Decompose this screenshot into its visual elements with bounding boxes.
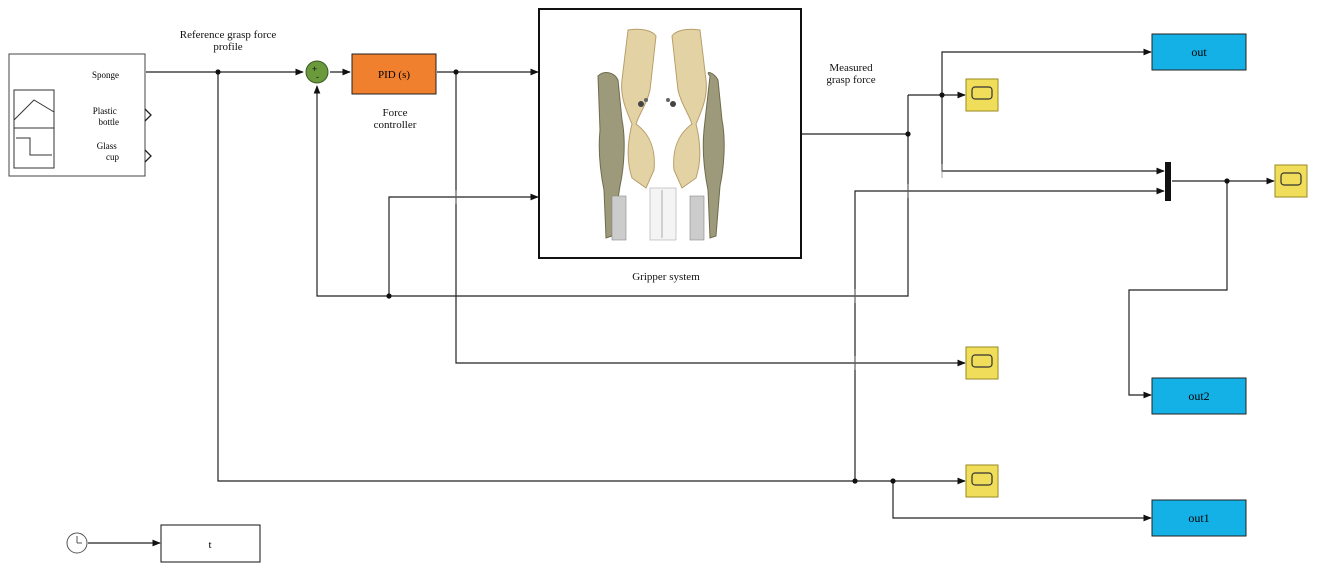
sum-minus-sign: - xyxy=(316,72,319,82)
gripper-system-block[interactable] xyxy=(539,9,801,258)
wire-to-out1[interactable] xyxy=(893,481,1151,518)
out2-label: out2 xyxy=(1188,389,1209,403)
gripper-system-label: Gripper system xyxy=(606,271,726,283)
unconnected-port-chevrons xyxy=(145,109,151,162)
force-controller-label: Force controller xyxy=(368,107,422,131)
wire-mux-to-out2[interactable] xyxy=(1129,181,1227,395)
port-label-glass-cup-line2: cup xyxy=(106,152,119,162)
scope-controller-output[interactable] xyxy=(966,347,998,379)
out-label: out xyxy=(1191,45,1207,59)
signal-builder-block[interactable]: Sponge Plastic bottle Glass cup xyxy=(9,54,151,176)
scope-reference[interactable] xyxy=(966,465,998,497)
pid-controller-block[interactable]: PID (s) xyxy=(352,54,436,94)
scope-measured-force[interactable] xyxy=(966,79,998,111)
out1-label: out1 xyxy=(1188,511,1209,525)
port-label-plastic-bottle-line2: bottle xyxy=(99,117,120,127)
time-output-block[interactable]: t xyxy=(161,525,260,562)
port-label-plastic-bottle-line1: Plastic xyxy=(93,106,117,116)
wire-lower-to-mux[interactable] xyxy=(855,191,1164,481)
out1-block[interactable]: out1 xyxy=(1152,500,1246,536)
time-output-label: t xyxy=(208,539,211,551)
clock-block[interactable] xyxy=(67,533,87,553)
sum-block[interactable]: + - xyxy=(306,61,328,83)
measured-grasp-force-label: Measured grasp force xyxy=(818,62,884,86)
wire-feedback-to-gripper[interactable] xyxy=(389,197,538,296)
pid-label: PID (s) xyxy=(378,69,410,81)
reference-grasp-force-label: Reference grasp force profile xyxy=(168,29,288,53)
mux-block[interactable] xyxy=(1165,162,1171,201)
scope-combined[interactable] xyxy=(1275,165,1307,197)
out-block[interactable]: out xyxy=(1152,34,1246,70)
out2-block[interactable]: out2 xyxy=(1152,378,1246,414)
port-label-sponge: Sponge xyxy=(92,70,119,80)
port-label-glass-cup-line1: Glass xyxy=(97,141,117,151)
